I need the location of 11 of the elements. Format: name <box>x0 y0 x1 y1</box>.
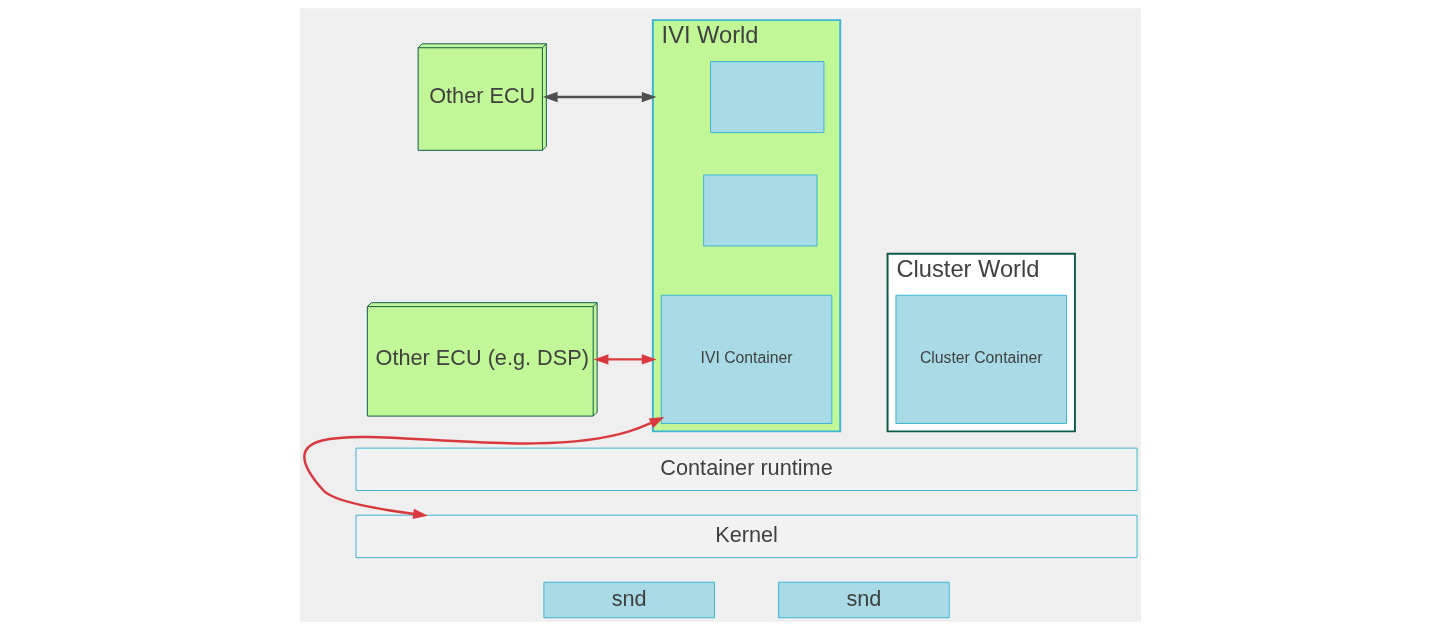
node-box <box>702 174 818 247</box>
arrow <box>303 416 664 519</box>
node-box: Cluster Container <box>894 294 1067 424</box>
node-box <box>709 61 824 134</box>
node-box: snd <box>777 581 950 619</box>
node-box: IVI Container <box>660 294 832 424</box>
arrow <box>542 91 657 103</box>
node-box: snd <box>542 581 715 619</box>
arrow <box>593 354 657 365</box>
node-box: Kernel <box>355 514 1138 559</box>
node-box: Container runtime <box>355 447 1138 492</box>
